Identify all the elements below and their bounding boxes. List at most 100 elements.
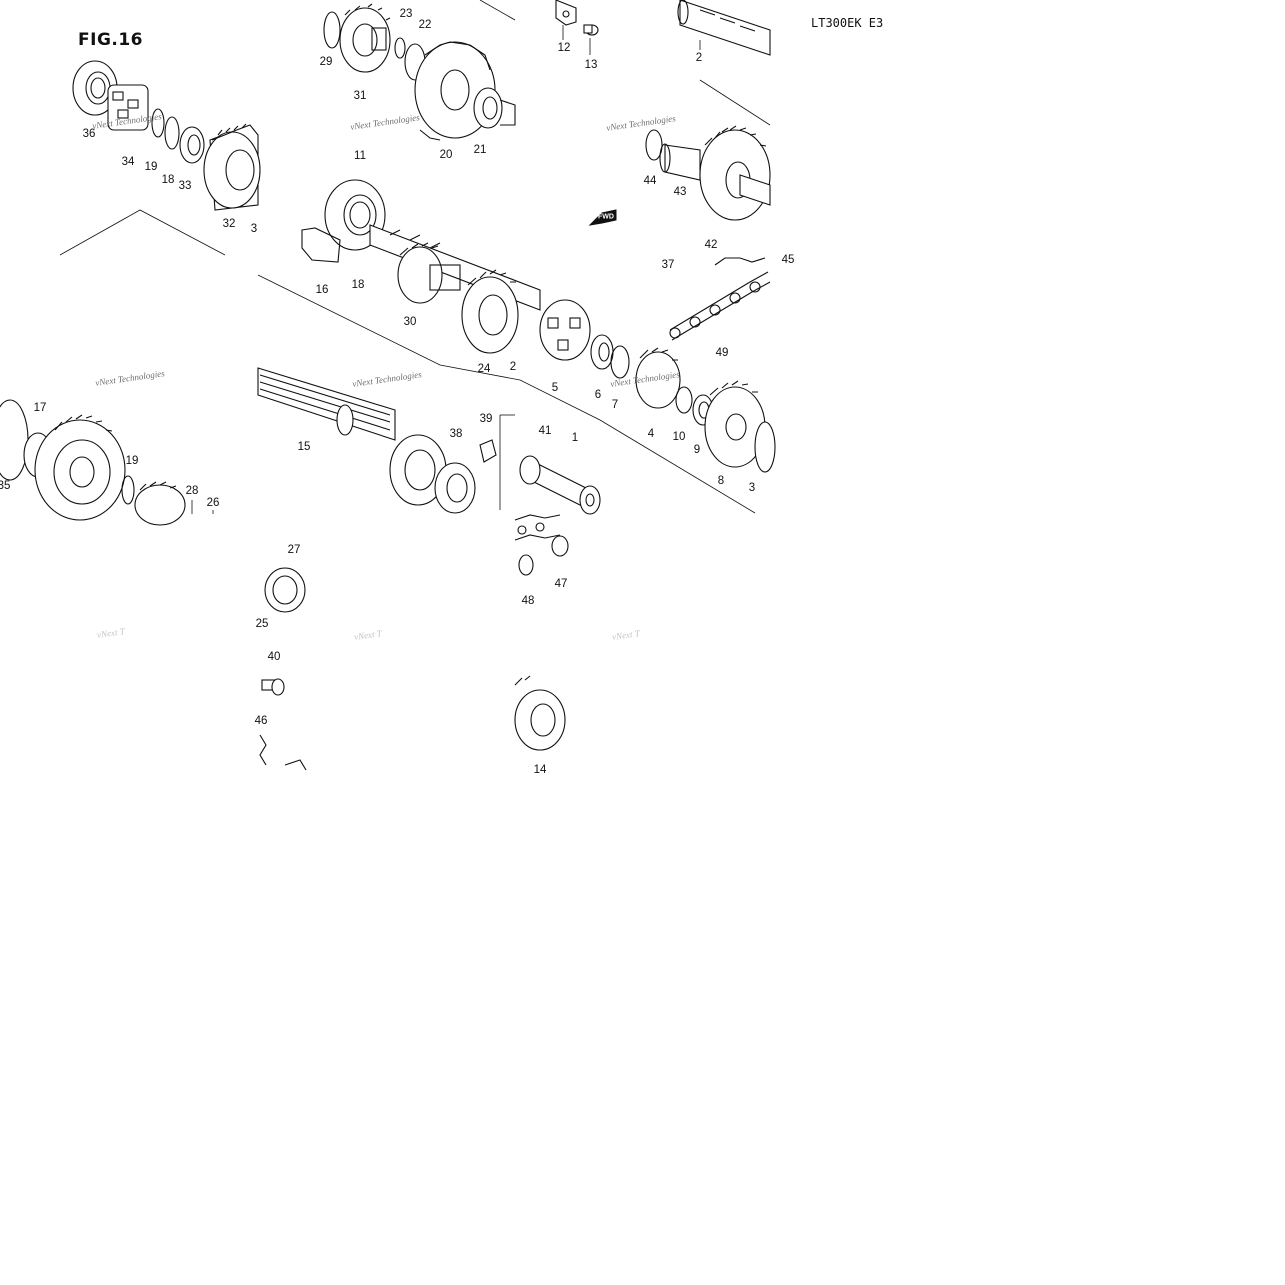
part-number-38: 38	[449, 428, 463, 440]
part-number-4: 4	[647, 428, 655, 440]
part-number-8: 8	[717, 475, 725, 487]
part-number-15: 15	[297, 441, 311, 453]
part-number-46: 46	[254, 715, 268, 727]
figure-title: FIG.16	[78, 30, 144, 50]
part-number-32: 32	[222, 218, 236, 230]
part-number-27: 27	[287, 544, 301, 556]
washer-10-drawing	[675, 386, 693, 414]
part-number-16: 16	[315, 284, 329, 296]
circlip-48-drawing	[518, 554, 534, 576]
shaft-2-drawing	[677, 0, 771, 56]
gear-32-drawing	[203, 123, 261, 211]
bolt-40-drawing	[261, 678, 285, 696]
clip-26-drawing	[191, 500, 214, 514]
part-number-22: 22	[418, 19, 432, 31]
part-number-18: 18	[161, 174, 175, 186]
part-number-33: 33	[178, 180, 192, 192]
sleeve-43-drawing	[659, 143, 701, 181]
part-number-20: 20	[439, 149, 453, 161]
part-number-35: 35	[0, 480, 11, 492]
fwd-arrow-label: FWD	[598, 213, 614, 221]
bearing-14-drawing	[514, 675, 566, 751]
part-number-47: 47	[554, 578, 568, 590]
assembly-outline-right	[699, 79, 771, 126]
washer-6-drawing	[590, 334, 614, 370]
washer-18-drawing	[164, 116, 180, 150]
part-number-48: 48	[521, 595, 535, 607]
part-number-45: 45	[781, 254, 795, 266]
gear-4-drawing	[635, 347, 681, 409]
part-number-1: 1	[571, 432, 579, 444]
part-number-39: 39	[479, 413, 493, 425]
sleeve-41-drawing	[519, 455, 601, 515]
part-number-29: 29	[319, 56, 333, 68]
part-number-5: 5	[551, 382, 559, 394]
washer-19-drawing	[151, 108, 165, 138]
part-number-18b: 18	[351, 279, 365, 291]
part-number-37: 37	[661, 259, 675, 271]
part-number-19: 19	[144, 161, 158, 173]
part-number-19b: 19	[125, 455, 139, 467]
part-number-21: 21	[473, 144, 487, 156]
part-number-31: 31	[353, 90, 367, 102]
assembly-outline-left	[59, 209, 226, 256]
part-number-43: 43	[673, 186, 687, 198]
part-number-3: 3	[748, 482, 756, 494]
part-number-25: 25	[255, 618, 269, 630]
bolt-13-drawing	[583, 24, 599, 55]
gear-3-drawing	[754, 421, 776, 473]
gear-30-drawing	[397, 242, 461, 304]
gear-28-drawing	[134, 481, 186, 526]
large-gear-drawing	[34, 414, 126, 521]
part-number-41: 41	[538, 425, 552, 437]
chain-49-drawing	[669, 257, 771, 341]
gear-5-drawing	[539, 299, 591, 361]
part-number-42: 42	[704, 239, 718, 251]
gear-24-drawing	[461, 269, 519, 354]
part-number-17: 17	[33, 402, 47, 414]
part-number-36: 36	[82, 128, 96, 140]
part-number-28: 28	[185, 485, 199, 497]
part-number-30: 30	[403, 316, 417, 328]
part-number-49: 49	[715, 347, 729, 359]
part-number-14: 14	[533, 764, 547, 776]
circlip-23-drawing	[394, 37, 406, 59]
part-number-11: 11	[354, 150, 366, 162]
part-number-9: 9	[693, 444, 701, 456]
part-number-34: 34	[121, 156, 135, 168]
part-number-3: 3	[250, 223, 258, 235]
part-number-2b: 2	[509, 361, 517, 373]
part-number-40: 40	[267, 651, 281, 663]
part-number-44: 44	[643, 175, 657, 187]
gear-31-drawing	[339, 3, 391, 73]
bearing-38-drawing	[389, 434, 476, 514]
chain-fragment-drawing	[514, 514, 561, 541]
part-number-23: 23	[399, 8, 413, 20]
part-number-2: 2	[695, 52, 703, 64]
bushing-21-drawing	[473, 87, 516, 129]
clip-16-drawing	[301, 227, 341, 263]
circlip-29-drawing	[323, 11, 341, 49]
circlip-7-drawing	[610, 345, 630, 379]
assembly-outline-center	[257, 274, 756, 514]
clip-27-drawing	[264, 567, 306, 613]
part-number-13: 13	[584, 59, 598, 71]
part-number-6: 6	[594, 389, 602, 401]
part-number-24: 24	[477, 363, 491, 375]
clip-39-drawing	[479, 439, 497, 463]
shaft-15-drawing	[257, 367, 396, 441]
washer-19b-drawing	[121, 475, 135, 505]
bushing-33-drawing	[179, 126, 205, 164]
bracket-12-drawing	[555, 0, 577, 40]
spring-46-drawing	[259, 734, 307, 771]
assembly-outline-top	[479, 0, 516, 21]
circlip-47-drawing	[551, 535, 569, 557]
circlip-44-drawing	[645, 129, 663, 161]
part-number-10: 10	[672, 431, 686, 443]
part-number-12: 12	[557, 42, 571, 54]
hub-34-drawing	[107, 84, 149, 131]
gear-42-drawing	[699, 125, 771, 221]
model-code: LT300EK E3	[811, 16, 884, 30]
